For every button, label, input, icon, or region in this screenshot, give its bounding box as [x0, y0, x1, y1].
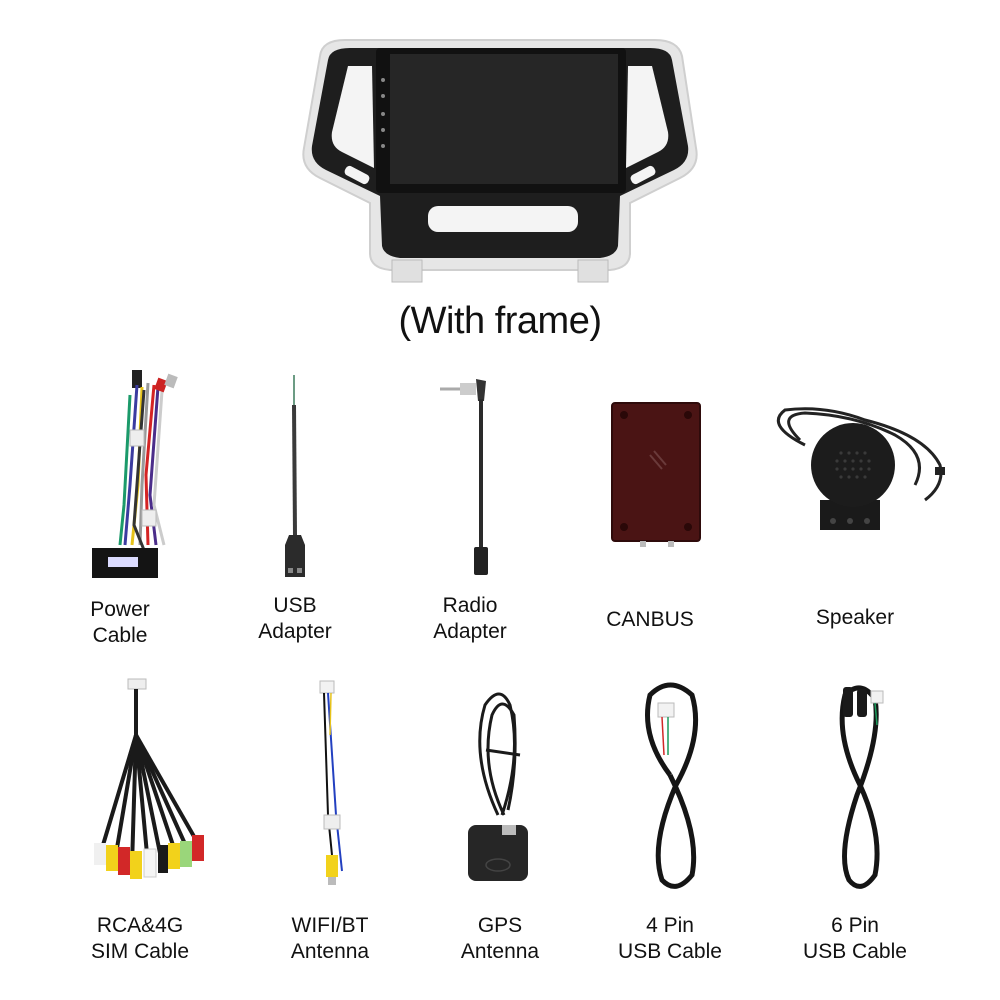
radio-adapter-icon: [440, 379, 488, 575]
gps-antenna-icon: [468, 692, 528, 881]
rca-cable-icon: [94, 678, 204, 879]
usb-adapter-icon: [285, 375, 305, 577]
head-unit-image: [300, 28, 700, 288]
car-stereo-icon: [302, 39, 698, 283]
usb-cable-6pin-icon: [839, 685, 884, 889]
hero-caption: (With frame): [398, 300, 603, 342]
accessory-label: Speaker: [815, 606, 895, 629]
speaker-icon: [776, 407, 945, 530]
power-cable-harness-icon: [92, 370, 178, 578]
canbus-box-icon: [611, 402, 701, 547]
wifi-antenna-icon: [319, 680, 343, 885]
accessory-label: CANBUS: [606, 608, 694, 631]
usb-cable-4pin-icon: [645, 682, 699, 889]
